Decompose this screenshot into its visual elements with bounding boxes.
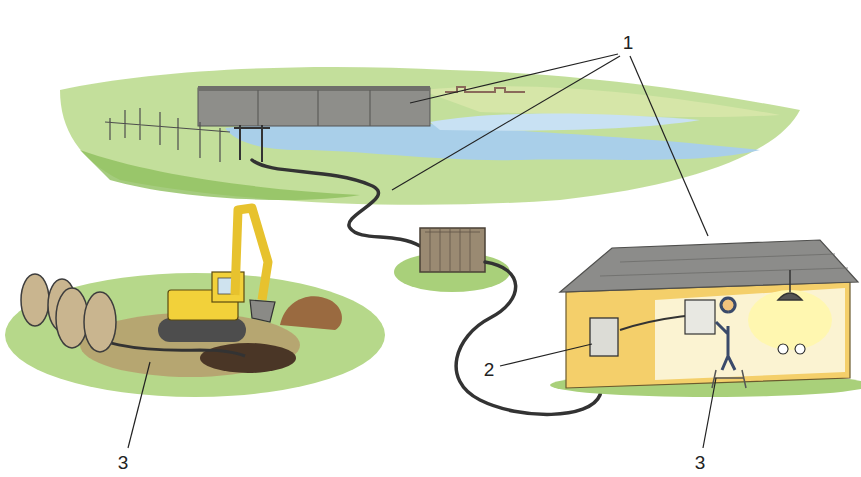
dam xyxy=(198,88,430,126)
callout-number: 3 xyxy=(118,453,129,472)
leader-line xyxy=(630,56,708,236)
dam-top xyxy=(198,86,430,91)
callout-number: 2 xyxy=(484,360,495,379)
leader-lines xyxy=(128,54,716,448)
roof-lines xyxy=(600,254,848,276)
fence xyxy=(105,108,230,162)
leader-line xyxy=(410,54,618,103)
lamp xyxy=(778,270,802,300)
worker xyxy=(716,298,735,370)
sockets xyxy=(778,344,805,354)
river-light xyxy=(430,114,700,131)
far-houses xyxy=(445,87,525,92)
ladder xyxy=(712,370,746,388)
leader-line xyxy=(500,344,592,366)
distribution-board xyxy=(685,300,715,334)
excavator-boom xyxy=(235,208,268,300)
excavator-tracks xyxy=(158,318,246,342)
callout-number: 3 xyxy=(695,453,706,472)
cable-drum xyxy=(21,274,49,326)
building-roof xyxy=(560,240,858,292)
landscape xyxy=(60,67,800,205)
dam-joints xyxy=(258,90,370,126)
callout-number: 1 xyxy=(623,33,634,52)
pylon xyxy=(234,125,270,162)
cable-drum xyxy=(84,292,116,352)
transformer-ribs xyxy=(425,228,480,272)
leader-line xyxy=(703,378,716,448)
cable xyxy=(252,160,420,246)
leader-line xyxy=(128,362,150,448)
building-wall xyxy=(566,282,850,388)
building-interior xyxy=(655,288,845,380)
cable-drum xyxy=(56,288,88,348)
grass-patch xyxy=(5,273,385,397)
meter-box xyxy=(590,318,618,356)
trench xyxy=(200,343,296,373)
excavator-bucket xyxy=(250,300,275,322)
transformer xyxy=(420,228,485,272)
leader-line xyxy=(392,56,620,190)
wire xyxy=(620,316,685,330)
dirt-pile xyxy=(280,296,342,330)
far-field xyxy=(420,86,780,117)
cable-drum xyxy=(21,274,116,352)
